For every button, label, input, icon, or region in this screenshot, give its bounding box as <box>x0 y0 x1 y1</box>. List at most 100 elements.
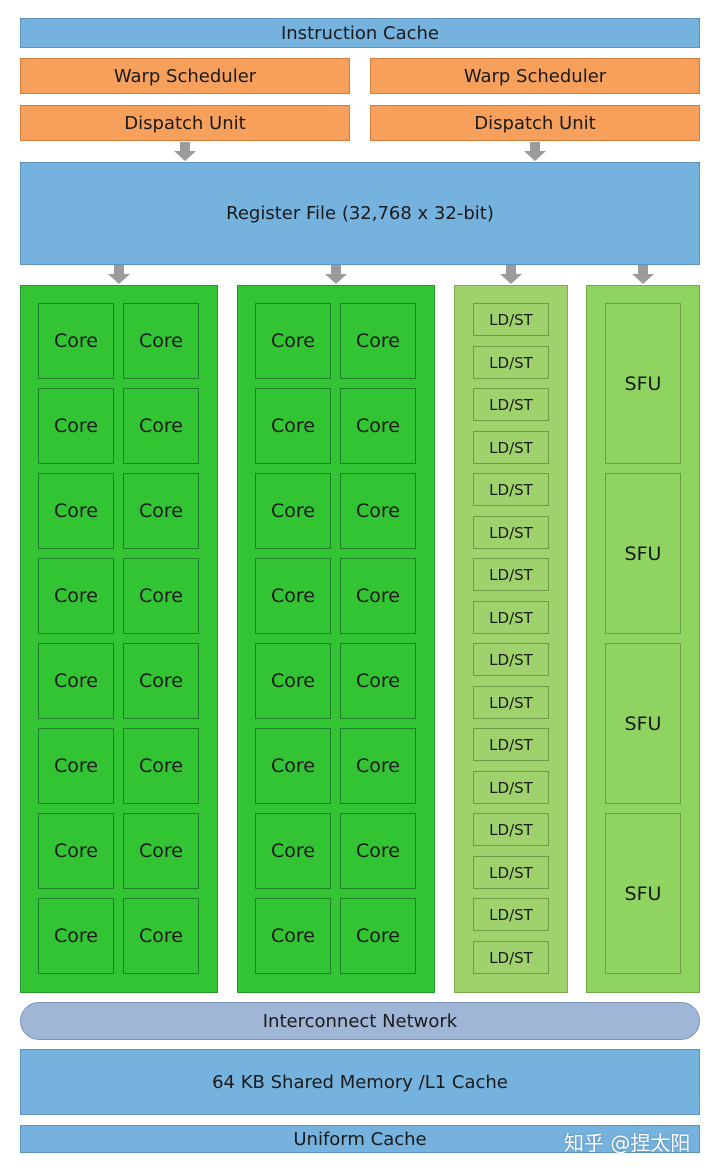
core-unit-label: Core <box>356 500 400 522</box>
sfu-unit: SFU <box>605 303 681 464</box>
core-unit: Core <box>38 643 114 719</box>
core-unit: Core <box>123 813 199 889</box>
shared-memory-label: 64 KB Shared Memory /L1 Cache <box>212 1071 508 1093</box>
ldst-unit-label: LD/ST <box>489 863 533 882</box>
dispatch-unit-1: Dispatch Unit <box>20 105 350 141</box>
core-unit-label: Core <box>356 755 400 777</box>
core-unit-label: Core <box>139 585 183 607</box>
ldst-unit: LD/ST <box>473 771 549 804</box>
ldst-unit-label: LD/ST <box>489 565 533 584</box>
core-unit-label: Core <box>356 925 400 947</box>
core-unit-label: Core <box>356 840 400 862</box>
core-unit-label: Core <box>139 415 183 437</box>
core-unit-label: Core <box>271 840 315 862</box>
core-unit: Core <box>255 558 331 634</box>
ldst-unit: LD/ST <box>473 303 549 336</box>
ldst-unit-label: LD/ST <box>489 353 533 372</box>
core-unit: Core <box>340 558 416 634</box>
uniform-cache: Uniform Cache <box>20 1125 700 1153</box>
ldst-unit: LD/ST <box>473 728 549 761</box>
core-unit: Core <box>38 473 114 549</box>
sfu-unit-label: SFU <box>624 882 662 905</box>
warp-scheduler-label: Warp Scheduler <box>463 65 607 87</box>
dispatch-unit-label: Dispatch Unit <box>124 112 246 134</box>
core-unit-label: Core <box>356 585 400 607</box>
ldst-unit: LD/ST <box>473 813 549 846</box>
core-unit-label: Core <box>139 840 183 862</box>
ldst-unit-label: LD/ST <box>489 480 533 499</box>
core-unit: Core <box>340 898 416 974</box>
core-unit: Core <box>340 303 416 379</box>
sfu-unit: SFU <box>605 643 681 804</box>
warp-scheduler-label: Warp Scheduler <box>113 65 257 87</box>
core-unit: Core <box>123 728 199 804</box>
core-unit-label: Core <box>139 925 183 947</box>
core-unit: Core <box>340 728 416 804</box>
ldst-unit: LD/ST <box>473 516 549 549</box>
core-unit: Core <box>340 388 416 464</box>
core-unit-label: Core <box>271 585 315 607</box>
core-unit-label: Core <box>54 330 98 352</box>
core-unit-label: Core <box>271 755 315 777</box>
core-unit: Core <box>123 473 199 549</box>
core-unit: Core <box>340 473 416 549</box>
watermark-text: 知乎 @捏太阳 <box>564 1131 691 1155</box>
ldst-unit-label: LD/ST <box>489 948 533 967</box>
core-unit-label: Core <box>54 415 98 437</box>
ldst-unit-label: LD/ST <box>489 735 533 754</box>
instruction-cache-label: Instruction Cache <box>280 22 440 44</box>
core-unit: Core <box>255 728 331 804</box>
core-unit: Core <box>340 813 416 889</box>
core-unit-label: Core <box>54 840 98 862</box>
sfu-unit: SFU <box>605 813 681 974</box>
shared-memory-l1-cache: 64 KB Shared Memory /L1 Cache <box>20 1049 700 1115</box>
ldst-unit-label: LD/ST <box>489 650 533 669</box>
sfu-unit-label: SFU <box>624 542 662 565</box>
ldst-unit: LD/ST <box>473 473 549 506</box>
core-unit: Core <box>255 388 331 464</box>
interconnect-network: Interconnect Network <box>20 1002 700 1040</box>
core-unit-label: Core <box>271 670 315 692</box>
ldst-unit: LD/ST <box>473 601 549 634</box>
core-unit-label: Core <box>356 670 400 692</box>
core-unit: Core <box>38 303 114 379</box>
core-unit: Core <box>38 558 114 634</box>
ldst-unit-label: LD/ST <box>489 778 533 797</box>
core-unit-label: Core <box>139 670 183 692</box>
core-unit-label: Core <box>356 415 400 437</box>
ldst-unit-label: LD/ST <box>489 310 533 329</box>
sfu-unit: SFU <box>605 473 681 634</box>
sfu-unit-label: SFU <box>624 372 662 395</box>
warp-scheduler-1: Warp Scheduler <box>20 58 350 94</box>
core-unit-label: Core <box>271 415 315 437</box>
ldst-unit: LD/ST <box>473 558 549 591</box>
ldst-unit-label: LD/ST <box>489 693 533 712</box>
ldst-unit-label: LD/ST <box>489 395 533 414</box>
core-unit-label: Core <box>139 500 183 522</box>
arrow-down-icon <box>632 265 654 285</box>
ldst-unit: LD/ST <box>473 346 549 379</box>
ldst-unit-label: LD/ST <box>489 438 533 457</box>
warp-scheduler-2: Warp Scheduler <box>370 58 700 94</box>
core-unit: Core <box>255 473 331 549</box>
core-unit-label: Core <box>54 755 98 777</box>
core-unit: Core <box>255 813 331 889</box>
register-file-label: Register File (32,768 x 32-bit) <box>226 203 494 224</box>
core-unit: Core <box>123 303 199 379</box>
core-unit-label: Core <box>54 500 98 522</box>
ldst-unit: LD/ST <box>473 686 549 719</box>
core-unit-label: Core <box>139 755 183 777</box>
ldst-unit: LD/ST <box>473 388 549 421</box>
arrow-down-icon <box>108 265 130 285</box>
core-unit: Core <box>123 898 199 974</box>
uniform-cache-label: Uniform Cache <box>293 1128 427 1150</box>
arrow-down-icon <box>325 265 347 285</box>
core-unit: Core <box>123 643 199 719</box>
ldst-unit: LD/ST <box>473 898 549 931</box>
ldst-unit: LD/ST <box>473 941 549 974</box>
core-unit: Core <box>123 388 199 464</box>
core-unit-label: Core <box>54 925 98 947</box>
core-unit-label: Core <box>54 585 98 607</box>
ldst-unit: LD/ST <box>473 643 549 676</box>
ldst-unit-label: LD/ST <box>489 523 533 542</box>
